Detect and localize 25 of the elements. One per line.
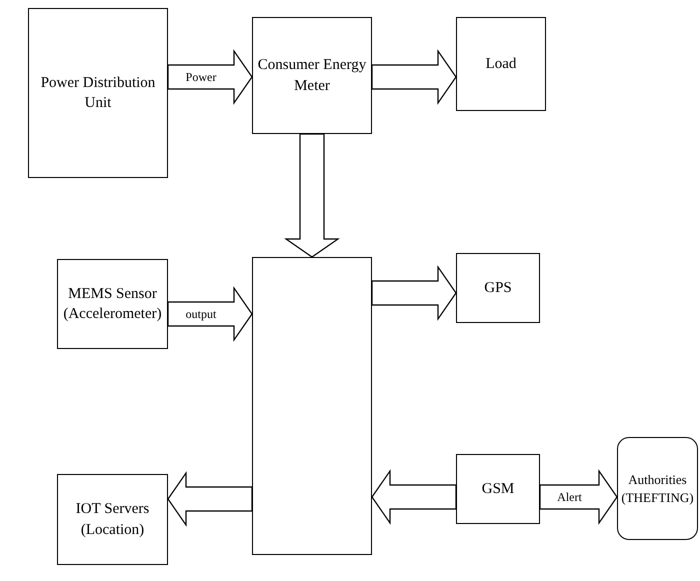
block-arrow <box>371 49 457 105</box>
box-label: MEMS Sensor (Accelerometer) <box>62 284 163 324</box>
process-box <box>252 257 372 555</box>
edge-label: Alert <box>557 491 582 503</box>
edge-label: output <box>186 308 216 320</box>
box-label: Load <box>486 54 516 74</box>
process-box <box>456 253 540 323</box>
box-label: GPS <box>484 278 512 298</box>
process-box <box>456 17 546 111</box>
box-label: GSM <box>482 480 514 499</box>
process-box <box>57 474 168 565</box>
box-label: Authorities (THEFTING) <box>620 470 695 506</box>
box-label: Power Distribution Unit <box>40 74 156 113</box>
block-arrow <box>371 265 457 321</box>
block-arrow <box>371 469 457 525</box>
box-label: IOT Servers (Location) <box>74 500 150 540</box>
process-box <box>456 454 540 524</box>
process-box <box>57 259 168 349</box>
process-box <box>617 437 698 540</box>
block-arrow <box>284 133 340 258</box>
box-label: Consumer Energy Meter <box>257 56 367 96</box>
process-box <box>252 17 372 134</box>
edge-label: Power <box>186 71 216 83</box>
block-arrow <box>167 471 253 527</box>
process-box <box>28 8 168 178</box>
